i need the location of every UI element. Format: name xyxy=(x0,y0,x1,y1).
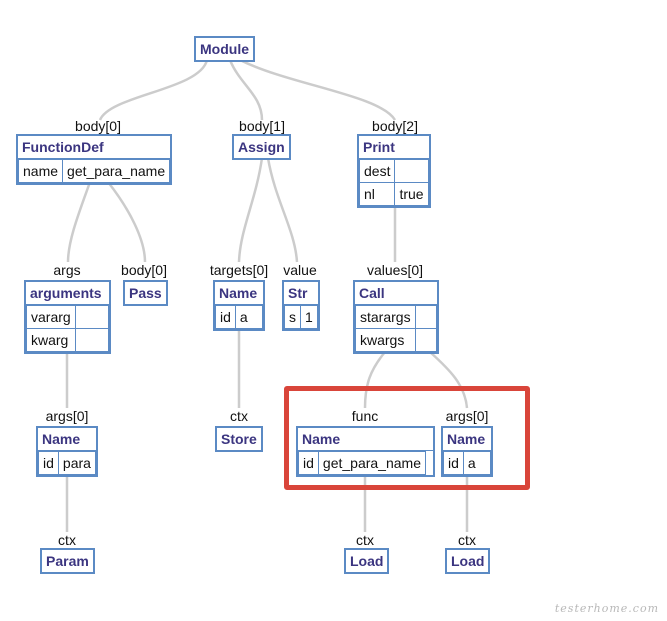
edge-label-body0: body[0] xyxy=(75,118,121,134)
node-store[interactable]: Store xyxy=(215,426,263,452)
field-key: dest xyxy=(358,159,396,183)
node-title: Name xyxy=(38,428,96,451)
node-title: Param xyxy=(46,553,89,569)
node-name-target[interactable]: Name id a xyxy=(213,280,265,331)
edge-module-assign xyxy=(228,59,264,121)
field-value xyxy=(74,328,109,352)
field-key: kwarg xyxy=(26,328,76,352)
edge-call-name-func xyxy=(363,351,386,409)
node-title: Pass xyxy=(129,285,162,301)
node-str[interactable]: Str s 1 xyxy=(282,280,320,331)
node-print[interactable]: Print dest nl true xyxy=(357,134,431,208)
node-title: FunctionDef xyxy=(18,136,171,159)
node-title: Name xyxy=(215,282,263,305)
field-value: a xyxy=(462,451,491,475)
field-key: starargs xyxy=(355,305,416,329)
field-key: vararg xyxy=(26,305,76,329)
field-key: id xyxy=(298,451,319,475)
field-value: get_para_name xyxy=(62,159,171,183)
edge-label-targets0: targets[0] xyxy=(209,262,269,278)
node-functiondef[interactable]: FunctionDef name get_para_name xyxy=(16,134,173,185)
node-title: Assign xyxy=(238,139,285,155)
edge-label-args0-param: args[0] xyxy=(45,408,89,424)
edge-label-value: value xyxy=(283,262,317,278)
edge-label-ctx-load-arg: ctx xyxy=(458,532,476,548)
field-value: a xyxy=(234,305,263,329)
edge-label-values0: values[0] xyxy=(366,262,424,278)
node-title: Load xyxy=(451,553,485,569)
edge-label-func-body0: body[0] xyxy=(121,262,167,278)
edge-functiondef-pass xyxy=(107,181,147,263)
node-name-para[interactable]: Name id para xyxy=(36,426,98,477)
edge-module-functiondef xyxy=(98,59,209,121)
node-title: Str xyxy=(284,282,318,305)
field-value xyxy=(414,305,437,329)
edge-label-ctx-param: ctx xyxy=(58,532,76,548)
field-value: 1 xyxy=(300,305,318,329)
node-load-func[interactable]: Load xyxy=(344,548,390,574)
node-title: Store xyxy=(221,431,257,447)
node-name-func[interactable]: Name id get_para_name xyxy=(296,426,435,477)
field-value: get_para_name xyxy=(317,451,426,475)
edge-label-args0-call: args[0] xyxy=(445,408,489,424)
node-module[interactable]: Module xyxy=(194,36,255,62)
node-title: arguments xyxy=(26,282,109,305)
node-title: Print xyxy=(359,136,429,159)
watermark: testerhome.com xyxy=(554,602,659,615)
field-key: name xyxy=(17,159,64,183)
node-title: Call xyxy=(355,282,437,305)
field-key: s xyxy=(284,305,301,329)
edge-label-body2: body[2] xyxy=(372,118,418,134)
node-title: Module xyxy=(200,41,249,57)
node-title: Name xyxy=(298,428,433,451)
edge-label-body1: body[1] xyxy=(239,118,285,134)
field-key: id xyxy=(443,451,464,475)
highlight-box xyxy=(284,386,530,490)
field-value xyxy=(414,328,437,352)
node-name-arg[interactable]: Name id a xyxy=(441,426,493,477)
field-value xyxy=(394,159,429,183)
node-call[interactable]: Call starargs kwargs xyxy=(353,280,439,354)
edge-label-ctx-load-func: ctx xyxy=(356,532,374,548)
field-value: para xyxy=(57,451,96,475)
node-assign[interactable]: Assign xyxy=(232,134,291,160)
edge-assign-target xyxy=(237,157,264,263)
edge-module-print xyxy=(239,58,397,121)
node-title: Name xyxy=(443,428,491,451)
node-param[interactable]: Param xyxy=(40,548,95,574)
edge-label-ctx-store: ctx xyxy=(230,408,248,424)
edge-functiondef-arguments xyxy=(66,181,92,263)
field-key: nl xyxy=(358,182,396,206)
field-key: id xyxy=(215,305,236,329)
node-pass[interactable]: Pass xyxy=(123,280,168,306)
edge-label-func: func xyxy=(351,408,379,424)
edge-label-args: args xyxy=(53,262,81,278)
node-arguments[interactable]: arguments vararg kwarg xyxy=(24,280,111,354)
node-title: Load xyxy=(350,553,384,569)
field-key: kwargs xyxy=(355,328,416,352)
node-load-arg[interactable]: Load xyxy=(445,548,491,574)
field-value: true xyxy=(394,182,429,206)
edge-assign-value xyxy=(266,157,299,263)
field-key: id xyxy=(38,451,59,475)
field-value xyxy=(74,305,109,329)
edge-call-name-arg xyxy=(429,351,469,409)
